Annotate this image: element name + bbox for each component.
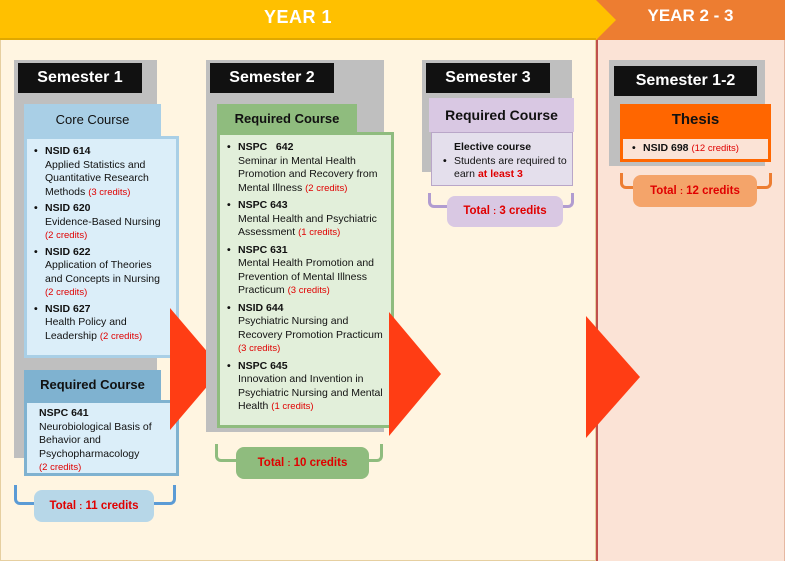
elective-course-box: Elective course Students are required to… bbox=[431, 132, 573, 186]
course-code: NSPC 645 bbox=[238, 359, 288, 372]
course-name: Neurobiological Basis of Behavior and Ps… bbox=[39, 420, 152, 460]
course-credits: (1 credits) bbox=[271, 401, 314, 412]
thesis-box: NSID 698 (12 credits) bbox=[620, 136, 771, 162]
semester-1-total: Total : 11 credits bbox=[34, 490, 154, 522]
year-1-banner: YEAR 1 bbox=[0, 0, 596, 40]
course-name: Health Policy and Leadership bbox=[45, 316, 127, 342]
next-arrow-icon bbox=[170, 308, 222, 430]
total-prefix: Total bbox=[463, 205, 490, 217]
thesis-tab: Thesis bbox=[620, 104, 771, 136]
course-name: Applied Statistics and Quantitative Rese… bbox=[45, 158, 149, 198]
total-separator: : bbox=[493, 206, 497, 216]
semester-2-total: Total : 10 credits bbox=[236, 447, 369, 479]
elective-emphasis: at least 3 bbox=[477, 168, 523, 180]
total-prefix: Total bbox=[257, 457, 285, 469]
year-1-label: YEAR 1 bbox=[263, 7, 333, 27]
elective-text: Students are required to earn bbox=[454, 154, 567, 181]
course-credits: (2 credits) bbox=[305, 182, 348, 194]
course-credits: (2 credits) bbox=[39, 462, 82, 473]
course-code: NSID 620 bbox=[45, 202, 91, 214]
course-credits: (2 credits) bbox=[45, 230, 88, 241]
course-credits: (1 credits) bbox=[298, 227, 341, 238]
course-name: Evidence-Based Nursing bbox=[45, 215, 161, 228]
elective-note: Students are required to earn at least 3 bbox=[442, 155, 568, 182]
course-credits: (3 credits) bbox=[287, 285, 330, 296]
total-prefix: Total bbox=[650, 185, 677, 197]
course-name: Application of Theories and Concepts in … bbox=[45, 259, 160, 285]
banner-chevron bbox=[596, 0, 616, 40]
required-course-tab: Required Course bbox=[429, 98, 574, 132]
elective-title: Elective course bbox=[454, 141, 532, 153]
required-course-tab: Required Course bbox=[24, 370, 161, 400]
course-code: NSPC 641 bbox=[39, 407, 89, 419]
course-credits: (12 credits) bbox=[691, 143, 739, 154]
semester-2-title: Semester 2 bbox=[210, 63, 334, 93]
year-2-3-label: YEAR 2 - 3 bbox=[647, 6, 734, 25]
total-value: 11 credits bbox=[85, 500, 139, 512]
year-2-3-banner: YEAR 2 - 3 bbox=[596, 0, 785, 40]
next-arrow-icon bbox=[586, 316, 640, 438]
total-value: 3 credits bbox=[499, 205, 547, 217]
course-code: NSPC 642 bbox=[238, 141, 294, 153]
course-name: Innovation and Invention in Psychiatric … bbox=[238, 373, 383, 412]
semester-3-total: Total : 3 credits bbox=[447, 196, 563, 227]
semester-1-2-title: Semester 1-2 bbox=[614, 66, 757, 96]
semester-1-2-total: Total : 12 credits bbox=[633, 175, 757, 207]
course-credits: (2 credits) bbox=[45, 287, 88, 298]
course-code: NSPC 631 bbox=[238, 243, 288, 256]
course-item: Elective course bbox=[442, 141, 568, 155]
total-prefix: Total bbox=[49, 500, 77, 512]
course-credits: (3 credits) bbox=[88, 186, 131, 198]
total-value: 12 credits bbox=[686, 185, 740, 197]
required-course-tab: Required Course bbox=[217, 104, 357, 134]
course-name: Mental Health Promotion and Prevention o… bbox=[238, 257, 374, 296]
course-credits: (2 credits) bbox=[99, 330, 143, 342]
course-credits: (3 credits) bbox=[238, 343, 281, 354]
course-code: NSID 614 bbox=[45, 145, 91, 157]
course-code: NSID 644 bbox=[238, 301, 284, 314]
total-separator: : bbox=[679, 186, 683, 196]
total-separator: : bbox=[79, 501, 83, 511]
semester-3-title: Semester 3 bbox=[426, 63, 550, 93]
course-code: NSID 622 bbox=[45, 245, 91, 258]
course-name: Psychiatric Nursing and Recovery Promoti… bbox=[238, 315, 383, 341]
course-code: NSPC 643 bbox=[238, 199, 288, 211]
total-separator: : bbox=[287, 458, 291, 468]
course-item: NSID 698 (12 credits) bbox=[631, 142, 764, 156]
course-code: NSID 627 bbox=[45, 302, 91, 315]
course-name: Mental Health and Psychiatric Assessment bbox=[238, 212, 377, 239]
total-value: 10 credits bbox=[293, 457, 348, 469]
core-course-tab: Core Course bbox=[24, 104, 161, 136]
course-code: NSID 698 bbox=[643, 142, 689, 154]
course-name: Seminar in Mental Health Promotion and R… bbox=[238, 154, 378, 194]
semester-1-title: Semester 1 bbox=[18, 63, 142, 93]
next-arrow-icon bbox=[389, 312, 441, 436]
